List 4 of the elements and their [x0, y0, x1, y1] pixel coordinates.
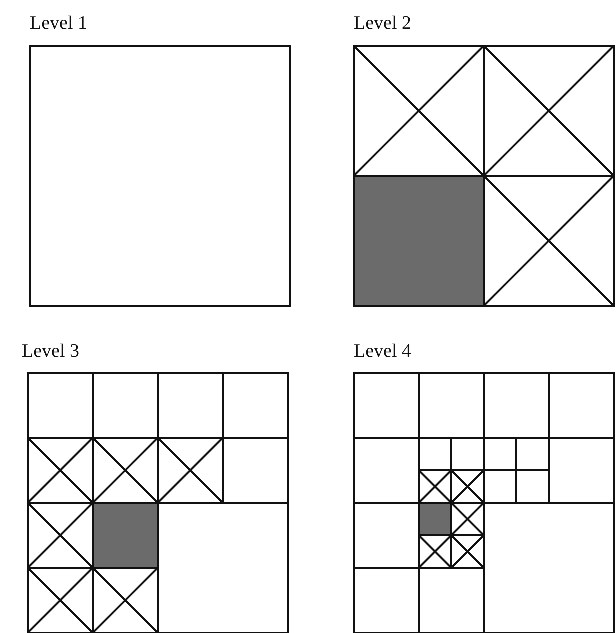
- level-label: Level 2: [354, 14, 412, 33]
- level-label: Level 4: [354, 342, 412, 361]
- level-label: Level 1: [30, 14, 88, 33]
- level-label: Level 3: [22, 342, 80, 361]
